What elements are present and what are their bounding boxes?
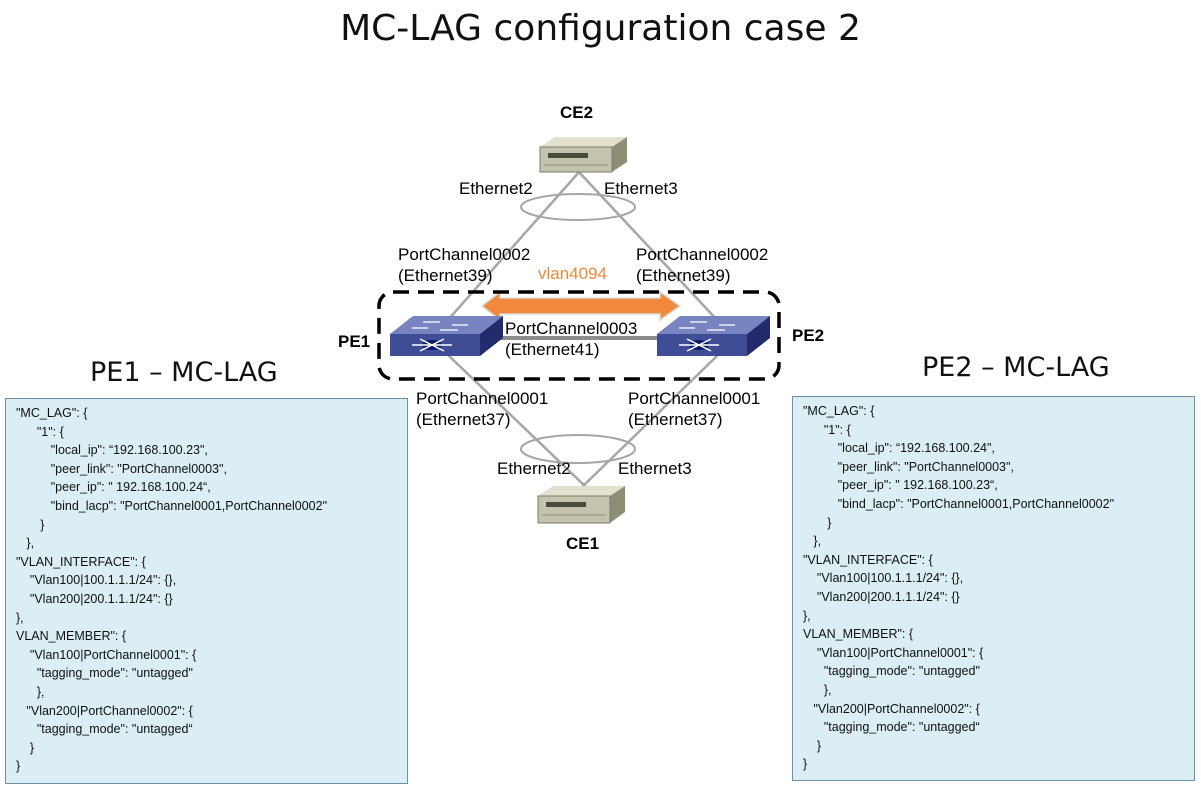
pe2-switch-icon [657, 316, 770, 356]
pe1-uplink-label: PortChannel0002(Ethernet39) [398, 245, 531, 285]
config-line: }, [16, 610, 24, 625]
config-line: "Vlan100|100.1.1.1/24": {}, [803, 571, 964, 586]
link-ce2-pe1 [446, 170, 581, 322]
config-line: } [16, 740, 35, 755]
lag-ellipse-top [520, 193, 636, 221]
config-line: }, [803, 683, 832, 697]
config-line: "Vlan200|PortChannel0002": { [803, 701, 980, 716]
config-line: "peer_ip": " 192.168.100.24“, [16, 480, 211, 495]
config-line: "1": { [803, 422, 851, 437]
config-line: "Vlan100|PortChannel0001": { [16, 647, 197, 662]
pe1-panel-title: PE1 – MC-LAG [90, 357, 278, 388]
vlan-arrow [480, 290, 682, 322]
config-line: }, [803, 534, 822, 549]
config-line: "1": { [16, 424, 64, 439]
config-line: } [803, 757, 808, 772]
peer-link-label: PortChannel0003(Ethernet41) [505, 319, 638, 359]
pe2-label: PE2 [792, 326, 825, 345]
ce1-server-icon [537, 486, 625, 524]
config-line: }, [803, 608, 811, 623]
pe2-config-box: "MC_LAG": { "1": { "local_ip": “192.168.… [792, 396, 1195, 781]
pe2-downlink-label: PortChannel0001(Ethernet37) [628, 389, 761, 429]
config-line: "tagging_mode": "untagged" [803, 664, 980, 679]
vlan-label: vlan4094 [538, 264, 608, 283]
config-line: } [803, 515, 832, 530]
ce2-label: CE2 [560, 103, 594, 122]
config-line: "VLAN_INTERFACE": { [16, 554, 146, 569]
config-line: }, [16, 536, 35, 551]
ce1-label: CE1 [566, 534, 600, 553]
config-line: }, [16, 685, 45, 699]
ce2-server-icon [539, 137, 627, 173]
ce2-left-port-label: Ethernet2 [459, 179, 533, 198]
config-line: "tagging_mode": "untagged“ [803, 720, 980, 735]
ce2-right-port-label: Ethernet3 [604, 179, 678, 198]
mclag-domain-box [377, 290, 781, 381]
config-line: "Vlan200|200.1.1.1/24": {} [803, 590, 960, 604]
config-line: "bind_lacp": "PortChannel0001,PortChanne… [803, 497, 1115, 511]
link-pe1-ce1 [447, 354, 587, 488]
pe1-downlink-label: PortChannel0001(Ethernet37) [416, 389, 549, 429]
config-line: "VLAN_INTERFACE": { [803, 552, 933, 567]
config-line: VLAN_MEMBER": { [803, 627, 914, 642]
config-line: "Vlan200|PortChannel0002": { [16, 703, 193, 718]
ce1-left-port-label: Ethernet2 [497, 459, 571, 478]
pe2-uplink-label: PortChannel0002(Ethernet39) [636, 245, 769, 285]
config-line: "peer_ip": " 192.168.100.23“, [803, 478, 998, 493]
config-line: } [16, 517, 45, 532]
config-line: "bind_lacp": "PortChannel0001,PortChanne… [16, 499, 328, 513]
config-line: "peer_link": "PortChannel0003", [803, 459, 1014, 474]
pe1-label: PE1 [338, 332, 371, 351]
config-line: "MC_LAG": { [16, 406, 88, 420]
config-line: } [16, 759, 21, 774]
lag-ellipse-bottom [520, 434, 636, 464]
config-line: "Vlan200|200.1.1.1/24": {} [16, 592, 173, 606]
config-line: "local_ip": “192.168.100.24", [803, 441, 995, 456]
pe1-config-box: "MC_LAG": { "1": { "local_ip": “192.168.… [5, 398, 408, 784]
config-line: "peer_link": "PortChannel0003", [16, 461, 227, 476]
config-line: "MC_LAG": { [803, 404, 875, 418]
config-line: "tagging_mode": "untagged“ [16, 722, 193, 737]
config-line: "Vlan100|100.1.1.1/24": {}, [16, 573, 177, 588]
config-line: "Vlan100|PortChannel0001": { [803, 645, 984, 660]
ce1-right-port-label: Ethernet3 [618, 459, 692, 478]
config-line: "local_ip": “192.168.100.23", [16, 443, 208, 458]
config-line: } [803, 738, 822, 753]
pe1-switch-icon [390, 316, 503, 356]
config-line: VLAN_MEMBER": { [16, 629, 127, 644]
pe2-panel-title: PE2 – MC-LAG [922, 352, 1110, 383]
link-pe2-ce1 [581, 354, 719, 488]
page-title: MC-LAG configuration case 2 [340, 8, 861, 49]
config-line: "tagging_mode": "untagged" [16, 666, 193, 681]
